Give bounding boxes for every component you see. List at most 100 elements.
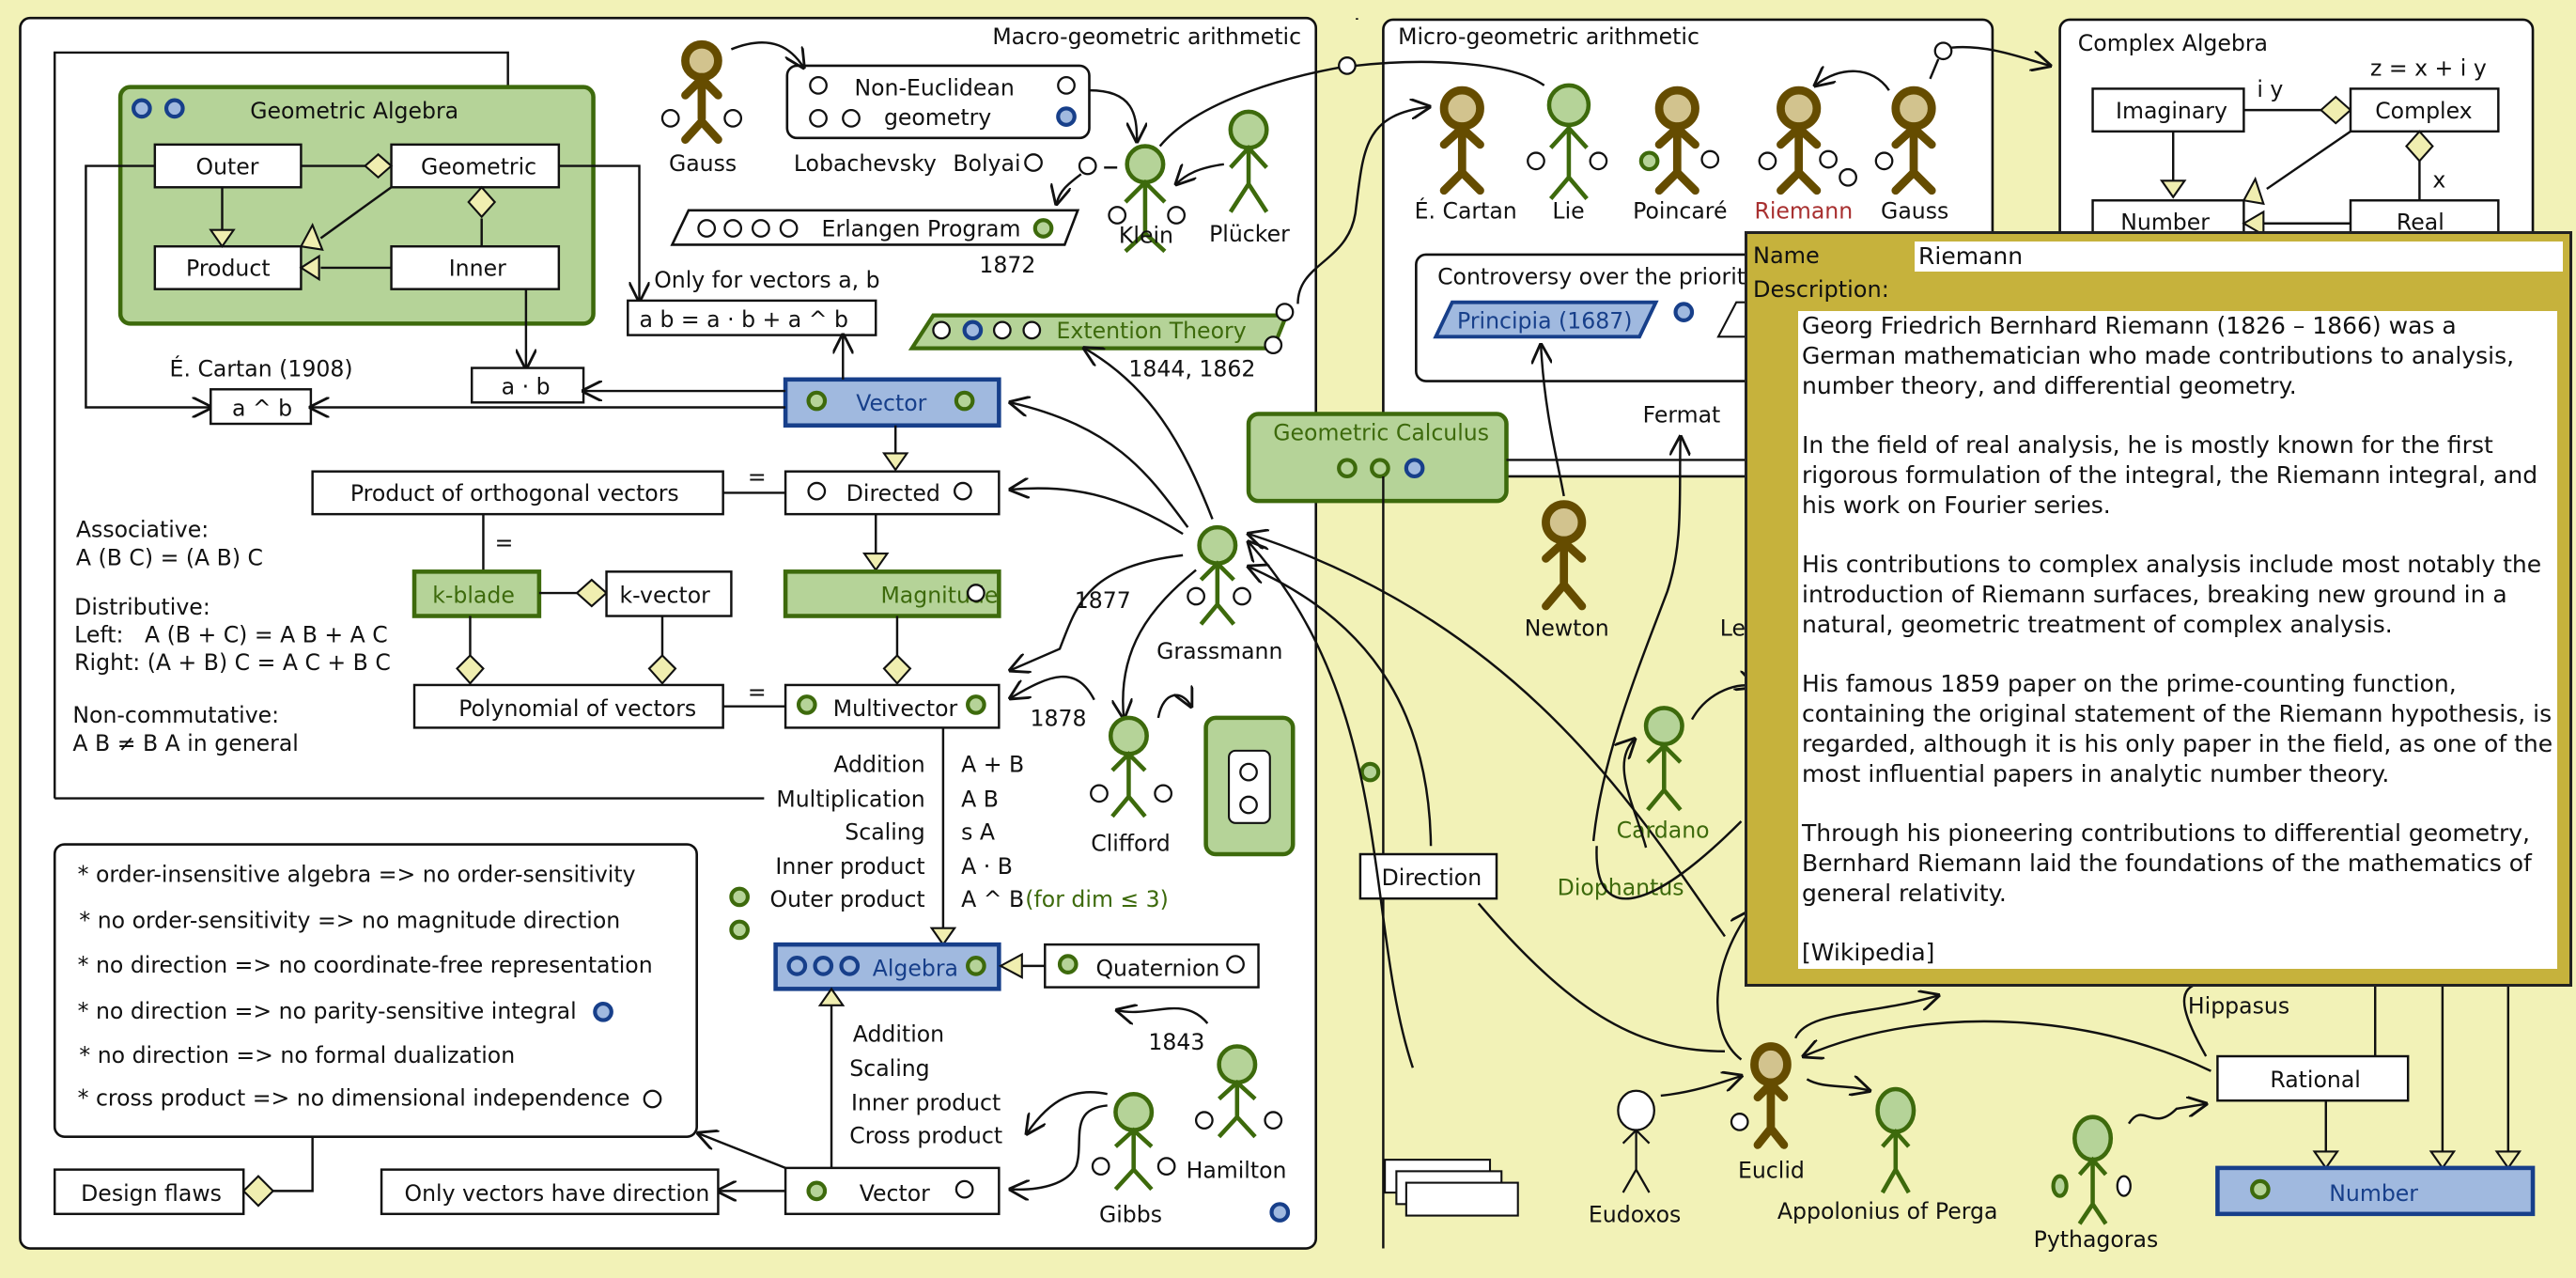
person-clifford[interactable]: Clifford — [1090, 715, 1173, 857]
person-gibbs[interactable]: Gibbs — [1091, 1091, 1176, 1228]
rational-node[interactable] — [2216, 1054, 2410, 1102]
polynomial-node[interactable] — [412, 683, 724, 729]
clifford-label: Clifford — [1091, 831, 1170, 857]
multivector-node[interactable] — [784, 683, 1001, 729]
hamilton-label: Hamilton — [1187, 1157, 1287, 1183]
cartan-1908-label: É. Cartan (1908) — [170, 355, 353, 382]
design-flaws-label: Design flaws — [81, 1180, 222, 1207]
connector — [558, 164, 640, 301]
directed-label: Directed — [846, 480, 940, 507]
vector-bottom-label: Vector — [860, 1180, 930, 1207]
dot-node[interactable] — [470, 366, 585, 404]
flaw-item: * no direction => no parity-sensitive in… — [78, 998, 577, 1024]
micro-title: Micro-geometric arithmetic — [1398, 23, 1699, 50]
year-1877: 1877 — [1075, 587, 1131, 614]
year-1843: 1843 — [1148, 1029, 1204, 1055]
complex-formula: z = x + i y — [2370, 55, 2487, 81]
equals-label: = — [495, 530, 514, 556]
only-vectors-label: Only for vectors a, b — [654, 267, 879, 293]
person-newton[interactable]: Newton — [1525, 500, 1609, 642]
inner-label: Inner — [449, 256, 506, 282]
flaw-item: * no direction => no coordinate-free rep… — [78, 952, 653, 978]
pythagoras-label: Pythagoras — [2034, 1226, 2159, 1253]
person-cardano[interactable]: Cardano — [1617, 706, 1710, 844]
erlangen-label: Erlangen Program — [822, 216, 1021, 242]
person-e-cartan[interactable]: É. Cartan — [1415, 86, 1517, 224]
person-riemann[interactable]: Riemann — [1754, 86, 1857, 224]
person-poincare[interactable]: Poincaré — [1633, 86, 1727, 224]
person-pythagoras[interactable]: Pythagoras — [2034, 1114, 2159, 1253]
description-paragraph: His contributions to complex analysis in… — [1802, 551, 2542, 638]
direction-node[interactable] — [1358, 852, 1498, 900]
person-hamilton[interactable]: Hamilton — [1187, 1044, 1287, 1184]
flaw-item: * order-insensitive algebra => no order-… — [78, 862, 636, 888]
operation-name: Scaling — [845, 818, 924, 845]
imaginary-label: Imaginary — [2116, 98, 2227, 124]
operation-expr: A B — [961, 786, 999, 812]
gauss-label: Gauss — [669, 150, 737, 177]
direction-label: Direction — [1382, 865, 1482, 891]
kblade-node[interactable] — [411, 569, 542, 618]
non-euclidean-label: Non-Euclidean — [855, 74, 1015, 101]
clifford-algebra-icon[interactable] — [1203, 715, 1296, 857]
flaw-item: * no order-sensitivity => no magnitude d… — [79, 908, 620, 934]
person-appolonius[interactable]: Appolonius of Perga — [1777, 1086, 1997, 1224]
magnitude-node[interactable] — [783, 569, 1001, 618]
person-grassmann[interactable]: Grassmann — [1156, 524, 1282, 664]
ab-formula-label: a b = a · b + a ^ b — [640, 306, 848, 333]
geometric-label: Geometric — [421, 153, 536, 179]
operation-name: Addition — [833, 752, 924, 778]
description-paragraph: Through his pioneering contributions to … — [1802, 819, 2532, 907]
person-eudoxos[interactable]: Eudoxos — [1589, 1089, 1681, 1228]
cardano-label: Cardano — [1617, 818, 1710, 844]
product-node[interactable] — [153, 244, 303, 290]
quaternion-node[interactable] — [1044, 943, 1260, 989]
vector-op: Addition — [853, 1021, 944, 1047]
diophantus-label: Diophantus — [1558, 875, 1684, 901]
complex-label: Complex — [2375, 98, 2472, 124]
person-lie[interactable]: Lie — [1527, 83, 1608, 225]
name-field[interactable]: Riemann — [1915, 242, 2563, 272]
design-flaws-list[interactable] — [53, 843, 699, 1138]
person-euclid[interactable]: Euclid — [1730, 1042, 1805, 1184]
ab-formula-node[interactable] — [627, 299, 877, 336]
description-field[interactable]: Georg Friedrich Bernhard Riemann (1826 –… — [1798, 311, 2557, 969]
number-node[interactable] — [2215, 1165, 2536, 1217]
person-gauss[interactable]: Gauss — [660, 39, 743, 177]
only-vectors-direction-node[interactable] — [380, 1168, 720, 1216]
operation-name: Multiplication — [776, 786, 924, 812]
vector-op: Scaling — [849, 1055, 929, 1082]
description-field-label: Description: — [1753, 276, 1889, 303]
micro-person-label: Poincaré — [1633, 197, 1727, 224]
blue-marker-icon — [132, 98, 152, 119]
algebra-node[interactable] — [773, 942, 1001, 991]
person-plucker[interactable]: Plücker — [1209, 109, 1290, 247]
fermat-label: Fermat — [1643, 401, 1721, 428]
blue-marker-icon — [163, 98, 185, 119]
stacked-documents-icon[interactable] — [1384, 1159, 1519, 1217]
equals-label: = — [748, 679, 767, 706]
person-klein[interactable]: Klein — [1108, 144, 1187, 254]
connector — [85, 164, 210, 408]
erlangen-program-node[interactable] — [670, 209, 1080, 246]
wedge-node[interactable] — [209, 388, 313, 426]
quaternion-label: Quaternion — [1095, 955, 1219, 981]
person-gauss-micro[interactable]: Gauss — [1874, 86, 1948, 224]
year-1878: 1878 — [1031, 706, 1087, 732]
micro-person-label: Gauss — [1881, 197, 1948, 224]
complex-node[interactable] — [2349, 87, 2500, 133]
flaw-item: * cross product => no dimensional indepe… — [78, 1084, 630, 1111]
kvector-node[interactable] — [605, 570, 733, 617]
non-euclidean-node[interactable] — [785, 64, 1091, 140]
gibbs-label: Gibbs — [1099, 1202, 1162, 1228]
eudoxos-label: Eudoxos — [1589, 1202, 1681, 1228]
wedge-label: a ^ b — [232, 395, 292, 421]
properties-panel[interactable]: Name Riemann Description: Georg Friedric… — [1745, 231, 2572, 987]
hippasus-label: Hippasus — [2188, 993, 2289, 1020]
description-paragraph: Georg Friedrich Bernhard Riemann (1826 –… — [1802, 312, 2515, 399]
principia-node[interactable] — [1433, 300, 1659, 339]
geometric-calculus-node[interactable] — [1246, 412, 1509, 504]
geometric-algebra-group[interactable]: Geometric Algebra Outer Geometric Produc… — [117, 85, 596, 326]
vector-top-label: Vector — [856, 390, 926, 416]
